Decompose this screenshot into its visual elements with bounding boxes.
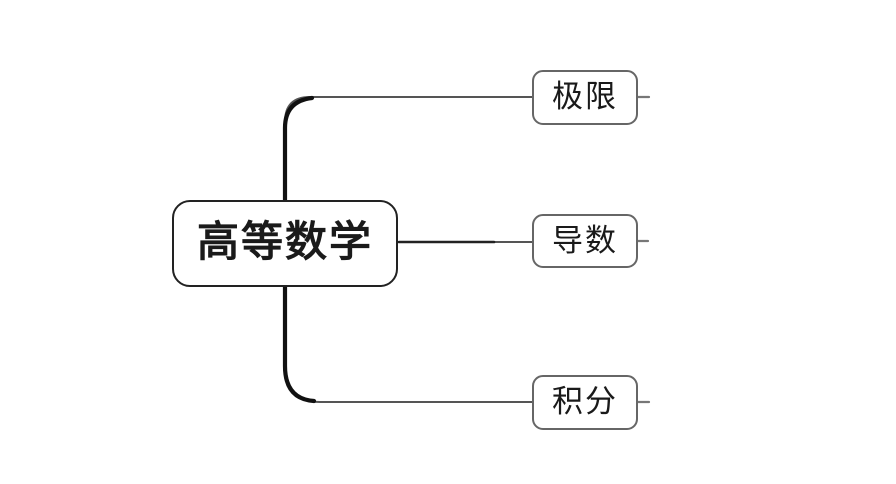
connector-root-to-limit-trunk <box>282 95 315 205</box>
subtopic-label-integral: 积分 <box>552 384 618 419</box>
root-topic-label: 高等数学 <box>196 219 373 266</box>
subtopic-label-derivative: 导数 <box>552 222 618 258</box>
subtopic-node-limit[interactable]: 极限 <box>532 70 638 125</box>
connector-root-to-limit <box>284 96 534 203</box>
root-topic-node[interactable]: 高等数学 <box>172 200 398 287</box>
subtopic-label-limit: 极限 <box>552 79 618 114</box>
subtopic-node-derivative[interactable]: 导数 <box>532 214 638 268</box>
connector-root-to-integral <box>284 285 534 403</box>
subtopic-node-integral[interactable]: 积分 <box>532 375 638 430</box>
connector-root-to-integral-trunk <box>282 283 317 404</box>
